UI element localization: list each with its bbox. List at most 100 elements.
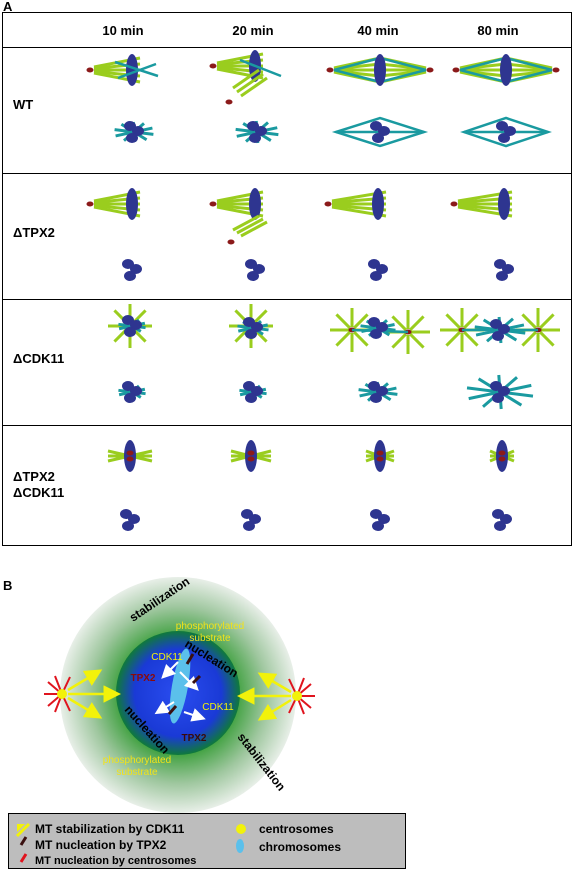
- microtubule-teal: [379, 56, 427, 72]
- chromosome-blob: [124, 271, 136, 281]
- cdk11-arrows: [154, 661, 206, 722]
- centrosome: [376, 456, 384, 462]
- substrate-label-top-1: phosphorylated: [176, 621, 244, 632]
- chromosome-blob: [130, 264, 142, 274]
- microtubule: [335, 331, 351, 347]
- time-header-40: 40 min: [357, 23, 399, 38]
- microtubule-teal: [505, 56, 553, 72]
- microtubule: [252, 309, 268, 325]
- microtubule: [353, 313, 369, 329]
- time-header-20: 20 min: [232, 23, 274, 38]
- chromosome: [126, 188, 138, 220]
- microtubule-teal: [459, 56, 507, 72]
- chromosome-blob: [370, 393, 382, 403]
- chromosome-blob: [130, 386, 142, 396]
- chromosome-blob: [249, 514, 261, 524]
- centrosome: [324, 201, 332, 207]
- chromosome-blob: [492, 331, 504, 341]
- chromosome-blob: [243, 521, 255, 531]
- microtubule: [445, 331, 461, 347]
- centrosome: [209, 63, 217, 69]
- microtubule: [232, 214, 260, 232]
- microtubule: [539, 331, 555, 347]
- chromosome: [126, 54, 138, 86]
- centrosome: [247, 450, 255, 456]
- chromosome-blob: [249, 133, 261, 143]
- chromosome-blob: [496, 271, 508, 281]
- chromosome-blob: [251, 322, 263, 332]
- chromosome: [245, 440, 257, 472]
- legend-centrosomes: centrosomes: [259, 822, 334, 836]
- chromosome-blob: [498, 133, 510, 143]
- microtubule: [236, 72, 264, 94]
- row-divider: [3, 47, 571, 48]
- row-divider: [3, 299, 571, 300]
- microtubule-teal: [239, 58, 282, 78]
- microtubule-teal: [505, 68, 553, 84]
- centrosome: [452, 67, 460, 73]
- tpx2-label-left: TPX2: [130, 673, 155, 684]
- microtubule-teal: [379, 68, 427, 84]
- chromosome-blob: [130, 320, 142, 330]
- microtubule: [353, 331, 369, 347]
- chromosome: [124, 440, 136, 472]
- panel-a-grid: 10 min 20 min 40 min 80 min WT ΔTPX2 ΔCD…: [2, 12, 572, 546]
- microtubule: [240, 220, 268, 238]
- centrosome: [498, 456, 506, 462]
- chromosome-blob: [500, 514, 512, 524]
- microtubule: [335, 313, 351, 329]
- chromosome-blob: [504, 126, 516, 136]
- row-label-double: ΔTPX2 ΔCDK11: [13, 469, 65, 500]
- chromosome-blob: [378, 126, 390, 136]
- time-header-80: 80 min: [477, 23, 519, 38]
- substrate-label-top-2: substrate: [189, 633, 231, 644]
- microtubule-teal: [117, 62, 157, 80]
- chromosome: [249, 188, 261, 220]
- chromosome: [374, 54, 386, 86]
- microtubule: [463, 331, 479, 347]
- centrosome: [86, 67, 94, 73]
- centrosome: [426, 67, 434, 73]
- microtubule: [409, 315, 425, 331]
- microtubule: [521, 331, 537, 347]
- stabilization-arrows: [67, 669, 292, 721]
- row-label-dcdk11: ΔCDK11: [13, 351, 65, 366]
- chromosome-blob: [372, 133, 384, 143]
- centrosome: [227, 239, 235, 245]
- centrosome: [450, 201, 458, 207]
- centrosome: [326, 67, 334, 73]
- centrosome: [498, 450, 506, 456]
- microtubule: [521, 313, 537, 329]
- chromosome-blob: [126, 133, 138, 143]
- chromosome-blob: [124, 393, 136, 403]
- legend-symbols: [15, 822, 246, 863]
- microtubule: [232, 68, 260, 90]
- row-label-dtpx2: ΔTPX2: [13, 225, 55, 240]
- chromosome-blob: [498, 324, 510, 334]
- centrosome: [86, 201, 94, 207]
- microtubule: [445, 313, 461, 329]
- centrosome-right: [288, 677, 315, 715]
- chromosome: [498, 188, 510, 220]
- chromosome-blob: [492, 393, 504, 403]
- microtubule: [391, 333, 407, 349]
- chromosome-blob: [370, 329, 382, 339]
- chromosome-blob: [132, 126, 144, 136]
- legend-chromosomes: chromosomes: [259, 840, 342, 854]
- chromosome: [372, 188, 384, 220]
- chromosome-blob: [378, 514, 390, 524]
- chromosome: [374, 440, 386, 472]
- centrosome: [552, 67, 560, 73]
- chromosome: [496, 440, 508, 472]
- chromosome: [500, 54, 512, 86]
- legend-centrosome-nucleation: MT nucleation by centrosomes: [35, 855, 197, 867]
- centrosome: [126, 456, 134, 462]
- chromosome-blob: [502, 264, 514, 274]
- microtubule-teal: [459, 68, 507, 84]
- microtubule-teal: [333, 56, 381, 72]
- microtubule-teal: [333, 68, 381, 84]
- chromosome-blob: [376, 264, 388, 274]
- centrosome: [247, 456, 255, 462]
- microtubule: [539, 313, 555, 329]
- legend-tpx2: MT nucleation by TPX2: [35, 838, 167, 852]
